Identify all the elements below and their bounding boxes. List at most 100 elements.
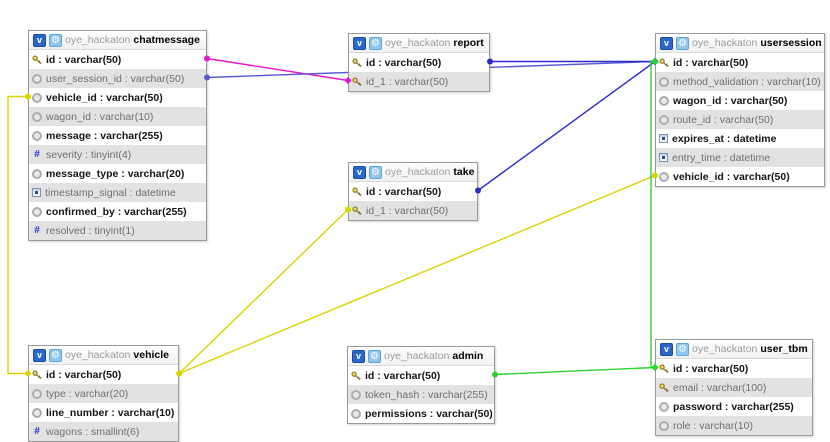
column-row-user_tbm-password[interactable]: password : varchar(255): [656, 397, 812, 416]
table-name: chatmessage: [133, 34, 200, 46]
column-label: wagon_id : varchar(10): [46, 110, 154, 123]
column-row-usersession-id[interactable]: id : varchar(50): [656, 53, 824, 72]
column-icon: [32, 111, 42, 122]
schema-name: oye_hackaton: [385, 166, 451, 178]
column-row-admin-token_hash[interactable]: token_hash : varchar(255): [348, 385, 494, 404]
column-row-chatmessage-id[interactable]: id : varchar(50): [29, 50, 206, 69]
column-row-chatmessage-message_type[interactable]: message_type : varchar(20): [29, 164, 206, 183]
column-row-usersession-method_validation[interactable]: method_validation : varchar(10): [656, 72, 824, 91]
table-toggle-icon[interactable]: v: [33, 33, 46, 47]
relation-line-chatmessage.id-to-report.id_1: [206, 57, 349, 82]
primary-key-icon: [659, 383, 669, 393]
column-label: email : varchar(100): [673, 381, 767, 394]
column-label: wagon_id : varchar(50): [673, 94, 788, 107]
primary-key-icon: [352, 58, 362, 68]
column-row-chatmessage-vehicle_id[interactable]: vehicle_id : varchar(50): [29, 88, 206, 107]
column-row-admin-permissions[interactable]: permissions : varchar(50): [348, 404, 494, 423]
numeric-column-icon: #: [34, 149, 40, 160]
table-options-gear-icon[interactable]: ⚙: [49, 348, 62, 362]
column-row-user_tbm-id[interactable]: id : varchar(50): [656, 359, 812, 378]
relation-line-take.id_1-to-vehicle.id: [178, 208, 349, 375]
column-row-chatmessage-confirmed_by[interactable]: confirmed_by : varchar(255): [29, 202, 206, 221]
table-name: usersession: [760, 37, 822, 49]
column-icon: [32, 388, 42, 399]
table-options-gear-icon[interactable]: ⚙: [49, 33, 62, 47]
column-label: message : varchar(255): [46, 129, 163, 142]
column-label: token_hash : varchar(255): [365, 388, 488, 401]
column-label: id : varchar(50): [366, 185, 442, 198]
table-toggle-icon[interactable]: v: [33, 348, 46, 362]
table-toggle-icon[interactable]: v: [660, 36, 673, 50]
primary-key-icon: [32, 370, 42, 380]
column-label: id : varchar(50): [46, 368, 122, 381]
column-row-chatmessage-timestamp_signal[interactable]: timestamp_signal : datetime: [29, 183, 206, 202]
column-row-usersession-vehicle_id[interactable]: vehicle_id : varchar(50): [656, 167, 824, 186]
column-row-report-id_1[interactable]: id_1 : varchar(50): [349, 72, 489, 91]
column-row-vehicle-type[interactable]: type : varchar(20): [29, 384, 178, 403]
table-name: report: [453, 37, 484, 49]
column-label: id : varchar(50): [673, 56, 749, 69]
column-row-admin-id[interactable]: id : varchar(50): [348, 366, 494, 385]
relation-line-chatmessage.vehicle_id-to-vehicle.id: [7, 95, 28, 375]
column-row-chatmessage-resolved[interactable]: #resolved : tinyint(1): [29, 221, 206, 240]
column-row-vehicle-wagons[interactable]: #wagons : smallint(6): [29, 422, 178, 441]
datetime-column-icon: [32, 188, 41, 197]
column-row-user_tbm-email[interactable]: email : varchar(100): [656, 378, 812, 397]
table-options-gear-icon[interactable]: ⚙: [368, 349, 381, 363]
schema-name: oye_hackaton: [692, 37, 758, 49]
table-options-gear-icon[interactable]: ⚙: [369, 36, 382, 50]
schema-name: oye_hackaton: [384, 350, 450, 362]
column-row-usersession-wagon_id[interactable]: wagon_id : varchar(50): [656, 91, 824, 110]
column-row-user_tbm-role[interactable]: role : varchar(10): [656, 416, 812, 435]
column-label: id : varchar(50): [366, 56, 442, 69]
table-toggle-icon[interactable]: v: [352, 349, 365, 363]
column-label: id_1 : varchar(50): [366, 75, 449, 88]
column-row-chatmessage-message[interactable]: message : varchar(255): [29, 126, 206, 145]
column-row-chatmessage-user_session_id[interactable]: user_session_id : varchar(50): [29, 69, 206, 88]
column-row-usersession-route_id[interactable]: route_id : varchar(50): [656, 110, 824, 129]
column-icon: [659, 420, 669, 431]
column-label: method_validation : varchar(10): [673, 75, 821, 88]
table-toggle-icon[interactable]: v: [660, 342, 673, 356]
column-label: timestamp_signal : datetime: [45, 186, 176, 199]
column-row-take-id[interactable]: id : varchar(50): [349, 182, 477, 201]
column-icon: [659, 114, 669, 125]
column-row-usersession-expires_at[interactable]: expires_at : datetime: [656, 129, 824, 148]
column-row-take-id_1[interactable]: id_1 : varchar(50): [349, 201, 477, 220]
column-icon: [32, 168, 42, 179]
column-row-chatmessage-severity[interactable]: # severity : tinyint(4): [29, 145, 206, 164]
numeric-column-icon: #: [34, 426, 40, 437]
column-row-report-id[interactable]: id : varchar(50): [349, 53, 489, 72]
column-label: id : varchar(50): [46, 53, 122, 66]
table-toggle-icon[interactable]: v: [353, 36, 366, 50]
table-options-gear-icon[interactable]: ⚙: [676, 342, 689, 356]
table-toggle-icon[interactable]: v: [353, 165, 366, 179]
schema-name: oye_hackaton: [65, 34, 131, 46]
table-options-gear-icon[interactable]: ⚙: [676, 36, 689, 50]
primary-key-icon: [659, 364, 669, 374]
column-row-chatmessage-wagon_id[interactable]: wagon_id : varchar(10): [29, 107, 206, 126]
column-label: severity : tinyint(4): [46, 148, 132, 161]
column-row-vehicle-id[interactable]: id : varchar(50): [29, 365, 178, 384]
column-label: expires_at : datetime: [672, 132, 777, 145]
column-row-usersession-entry_time[interactable]: entry_time : datetime: [656, 148, 824, 167]
column-row-vehicle-line_number[interactable]: line_number : varchar(10): [29, 403, 178, 422]
column-label: line_number : varchar(10): [46, 406, 175, 419]
column-icon: [659, 95, 669, 106]
table-options-gear-icon[interactable]: ⚙: [369, 165, 382, 179]
column-label: vehicle_id : varchar(50): [46, 91, 163, 104]
